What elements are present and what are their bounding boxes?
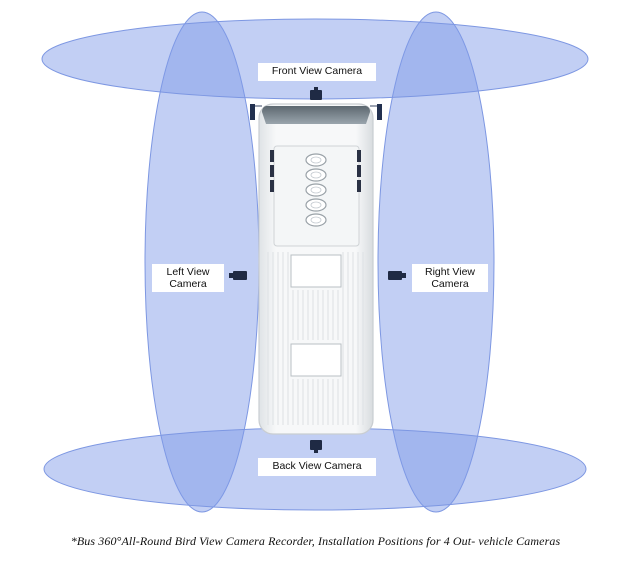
left-camera-label: Left View Camera xyxy=(152,264,224,292)
bus-mirror-left xyxy=(250,104,255,120)
left-camera-label-line1: Left View xyxy=(166,266,210,278)
roof-ribs xyxy=(267,252,364,425)
back-camera-label-text: Back View Camera xyxy=(272,460,362,472)
front-camera-icon xyxy=(310,87,322,100)
right-camera-label-line2: Camera xyxy=(431,278,469,290)
left-camera-icon xyxy=(229,271,247,280)
roof-hatches xyxy=(305,153,327,227)
coverage-areas xyxy=(41,11,589,513)
bus-icon xyxy=(250,103,382,435)
right-camera-icon xyxy=(388,271,406,280)
right-camera-label: Right View Camera xyxy=(412,264,488,292)
bus-windshield xyxy=(262,106,370,124)
roof-hatch-rear xyxy=(290,343,342,377)
camera-icons xyxy=(229,87,406,453)
left-camera-label-line2: Camera xyxy=(169,278,207,290)
right-coverage-ellipse xyxy=(377,11,495,513)
roof-vents xyxy=(270,150,361,192)
figure-caption: *Bus 360°All-Round Bird View Camera Reco… xyxy=(70,534,561,548)
right-camera-label-line1: Right View xyxy=(425,266,475,278)
roof-hatch-front xyxy=(290,254,342,288)
front-camera-label-text: Front View Camera xyxy=(271,65,363,77)
front-camera-label: Front View Camera xyxy=(258,63,376,81)
back-camera-icon xyxy=(310,440,322,453)
back-camera-label: Back View Camera xyxy=(258,458,376,476)
bus-mirror-right xyxy=(377,104,382,120)
